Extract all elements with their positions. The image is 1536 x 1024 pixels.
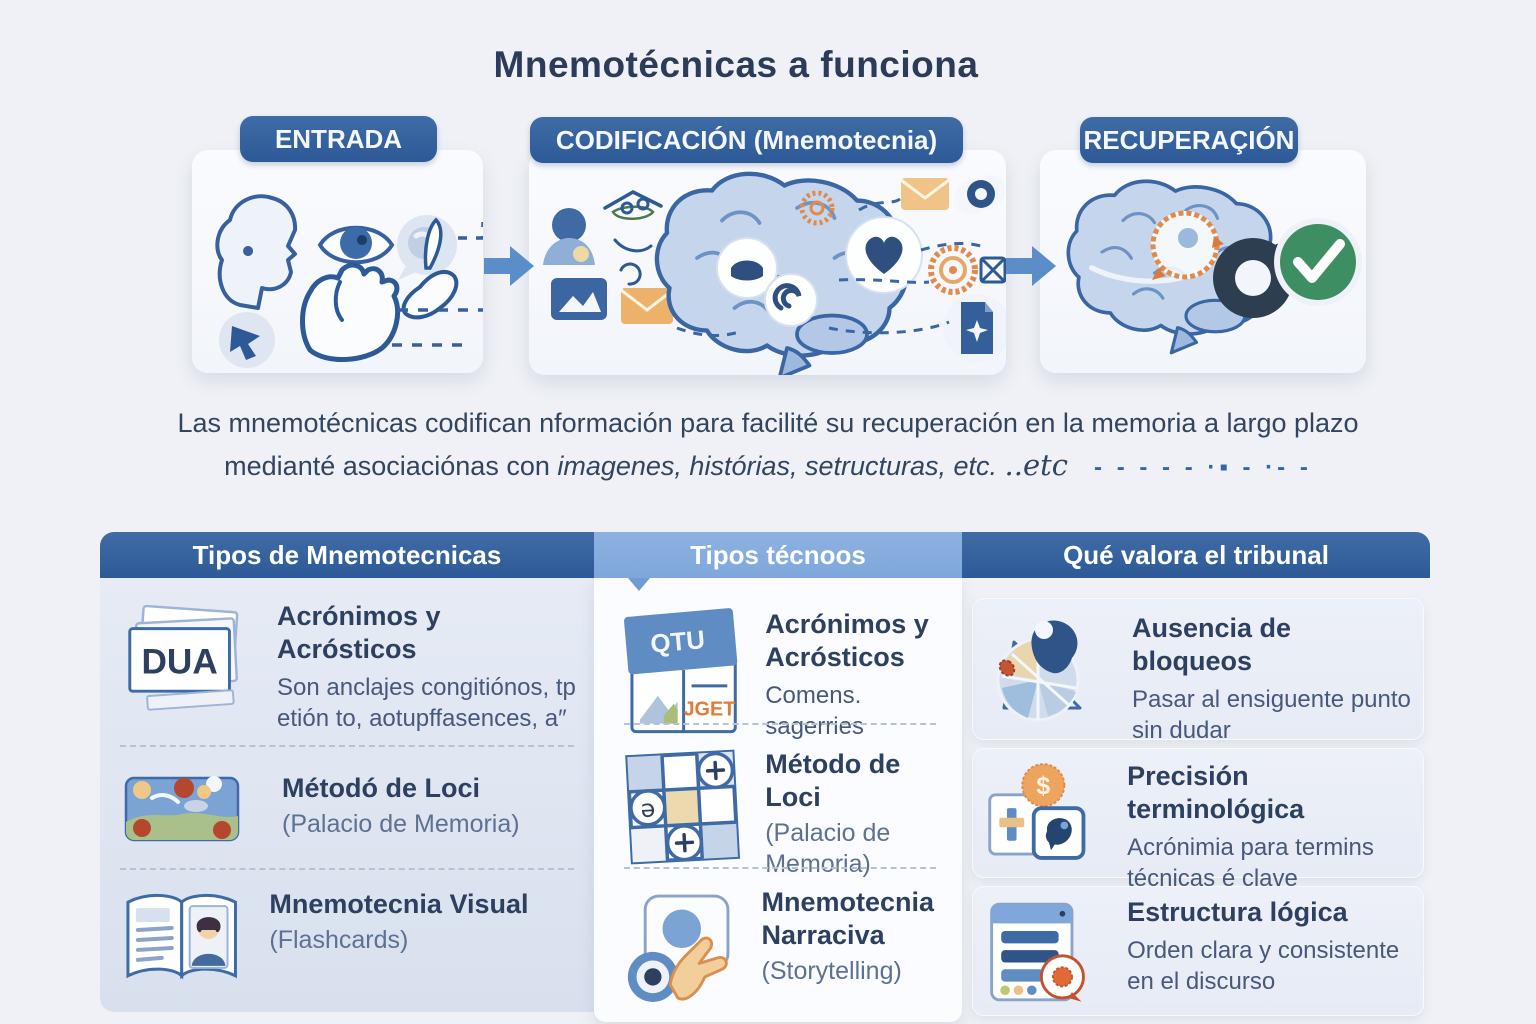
dashed-connector xyxy=(828,320,950,335)
memory-node-icon xyxy=(716,237,778,299)
item-title: Acrónimos y Acrósticos xyxy=(765,609,929,672)
storytelling-hand-icon xyxy=(627,894,730,1002)
divider xyxy=(120,868,574,870)
cursor-arrow-icon xyxy=(219,312,275,368)
recall-ring-icon xyxy=(1150,210,1224,280)
item-title: Acrónimos y Acrósticos xyxy=(277,601,441,664)
summary-dashes: - - - - - ·▪ - ·- - xyxy=(1094,454,1312,481)
item-title: Precisión terminológica xyxy=(1127,761,1305,824)
globe-bird-icon xyxy=(996,620,1082,722)
item-subtitle: (Storytelling) xyxy=(761,957,902,985)
list-item-loci-2: ə Método de Loci (Palacio de Memoria) xyxy=(624,748,954,880)
arrow-right-icon xyxy=(484,246,534,286)
item-subtitle: (Flashcards) xyxy=(269,926,409,954)
house-icon xyxy=(603,190,663,220)
item-subtitle: (Palacio de Memoria) xyxy=(282,810,520,838)
person-icon xyxy=(543,208,595,265)
item-title: Estructura lógica xyxy=(1127,897,1348,927)
stage-badge-entrada: ENTRADA xyxy=(240,116,437,162)
eye-icon xyxy=(317,225,395,265)
list-item-acronimos-1: DUA Acrónimos y Acrósticos Son anclajes … xyxy=(120,600,580,734)
landscape-image-icon xyxy=(124,776,240,842)
qtu-card-icon: QTU JGET xyxy=(624,608,738,734)
list-item-bloqueos: Ausencia de bloqueos Pasar al ensiguente… xyxy=(984,612,1414,746)
dashed-connector xyxy=(458,222,483,240)
item-title: Métodó de Loci xyxy=(282,773,480,803)
target-icon xyxy=(928,245,978,295)
list-item-precision: $ Precisión terminológica Acrónimia para… xyxy=(984,760,1414,894)
item-subtitle: Orden clara y consistente en el discurso xyxy=(1127,937,1400,995)
heart-node-icon xyxy=(845,216,923,294)
seal-badge-icon xyxy=(1039,954,1085,1002)
list-item-loci-1: Métodó de Loci (Palacio de Memoria) xyxy=(122,772,582,844)
item-title: Ausencia de bloqueos xyxy=(1132,613,1292,676)
svg-text:$: $ xyxy=(1036,772,1050,800)
orange-ring-icon xyxy=(809,200,825,216)
column3-header: Qué valora el tribunal xyxy=(962,532,1430,578)
memory-swirl-icon xyxy=(764,273,818,327)
fist-icon xyxy=(300,262,459,362)
recuperacion-illustration xyxy=(1066,179,1362,355)
svg-text:QTU: QTU xyxy=(649,626,706,659)
loci-grid-icon: ə xyxy=(625,749,741,865)
dashed-connector xyxy=(838,278,930,284)
item-title: Mnemotecnia Visual xyxy=(269,889,529,919)
dashed-connector xyxy=(858,196,903,212)
check-icon xyxy=(1274,218,1362,306)
stage-badge-codificacion: CODIFICACIÓN (Mnemotecnia) xyxy=(530,117,963,163)
dua-flashcards-icon: DUA xyxy=(128,604,239,711)
money-terms-icon: $ xyxy=(988,763,1086,860)
svg-text:ə: ə xyxy=(640,794,656,823)
image-icon xyxy=(551,278,607,320)
summary-line2-etc: ..etc xyxy=(1004,448,1069,482)
svg-text:JGET: JGET xyxy=(684,699,736,721)
summary-line2: medianté asociaciónas con imagenes, hist… xyxy=(0,448,1536,482)
envelope-orange-icon xyxy=(900,178,950,210)
codificacion-illustration xyxy=(543,171,1006,375)
divider xyxy=(624,867,936,869)
arrow-right-icon xyxy=(1006,246,1056,286)
book-person-icon xyxy=(126,893,237,980)
column2-pointer-icon xyxy=(628,578,650,591)
column2-header: Tipos técnoos xyxy=(594,532,962,578)
document-star-icon xyxy=(943,294,1006,362)
list-item-visual: Mnemotecnia Visual (Flashcards) xyxy=(118,888,578,988)
summary-line2-italic: imagenes, histórias, setructuras, etc. xyxy=(557,451,1005,481)
dashed-connector xyxy=(676,326,740,337)
head-profile-icon xyxy=(215,194,298,310)
swirl-line xyxy=(619,262,642,286)
entrada-illustration xyxy=(215,194,483,368)
dashed-connector xyxy=(920,242,982,252)
item-subtitle: Pasar al ensiguente punto sin dudar xyxy=(1132,686,1411,744)
svg-text:DUA: DUA xyxy=(142,643,218,682)
stage-badge-recuperacion: RECUPERAÇIÓN xyxy=(1080,117,1298,163)
item-title: Mnemotecnia Narraciva xyxy=(761,887,935,950)
column1-header: Tipos de Mnemotecnicas xyxy=(100,532,594,578)
recuperacion-panel xyxy=(1040,150,1366,373)
document-structure-icon xyxy=(990,902,1085,1002)
codificacion-panel xyxy=(529,150,1006,375)
item-subtitle: Comens. sagerries xyxy=(765,682,864,740)
item-subtitle: (Palacio de Memoria) xyxy=(765,819,891,878)
envelope-x-icon xyxy=(979,256,1006,284)
item-subtitle: Acrónimia para termins técnicas é clave xyxy=(1127,834,1374,892)
hand-leaf-icon xyxy=(423,217,443,270)
list-item-estructura: Estructura lógica Orden clara y consiste… xyxy=(984,896,1414,1008)
entrada-panel xyxy=(192,150,483,373)
item-subtitle: Son anclajes congitiónos, tp etión to, a… xyxy=(277,674,576,732)
orange-ring-icon xyxy=(799,190,835,226)
divider xyxy=(624,723,936,725)
swirl-line xyxy=(613,238,653,253)
envelope-icon xyxy=(620,288,674,324)
summary-line2-prefix: medianté asociaciónas con xyxy=(224,451,558,481)
page-title: Mnemotécnicas a funciona xyxy=(493,44,979,85)
list-item-narrativa: Mnemotecnia Narraciva (Storytelling) xyxy=(624,886,954,1012)
list-item-acronimos-2: QTU JGET Acrónimos y Acrósticos Comens. … xyxy=(624,608,954,742)
cloud-ring-icon xyxy=(954,174,1006,215)
item-title: Método de Loci xyxy=(765,749,901,812)
summary-line1: Las mnemotécnicas codifican nformación p… xyxy=(177,408,1359,438)
divider xyxy=(120,745,574,747)
